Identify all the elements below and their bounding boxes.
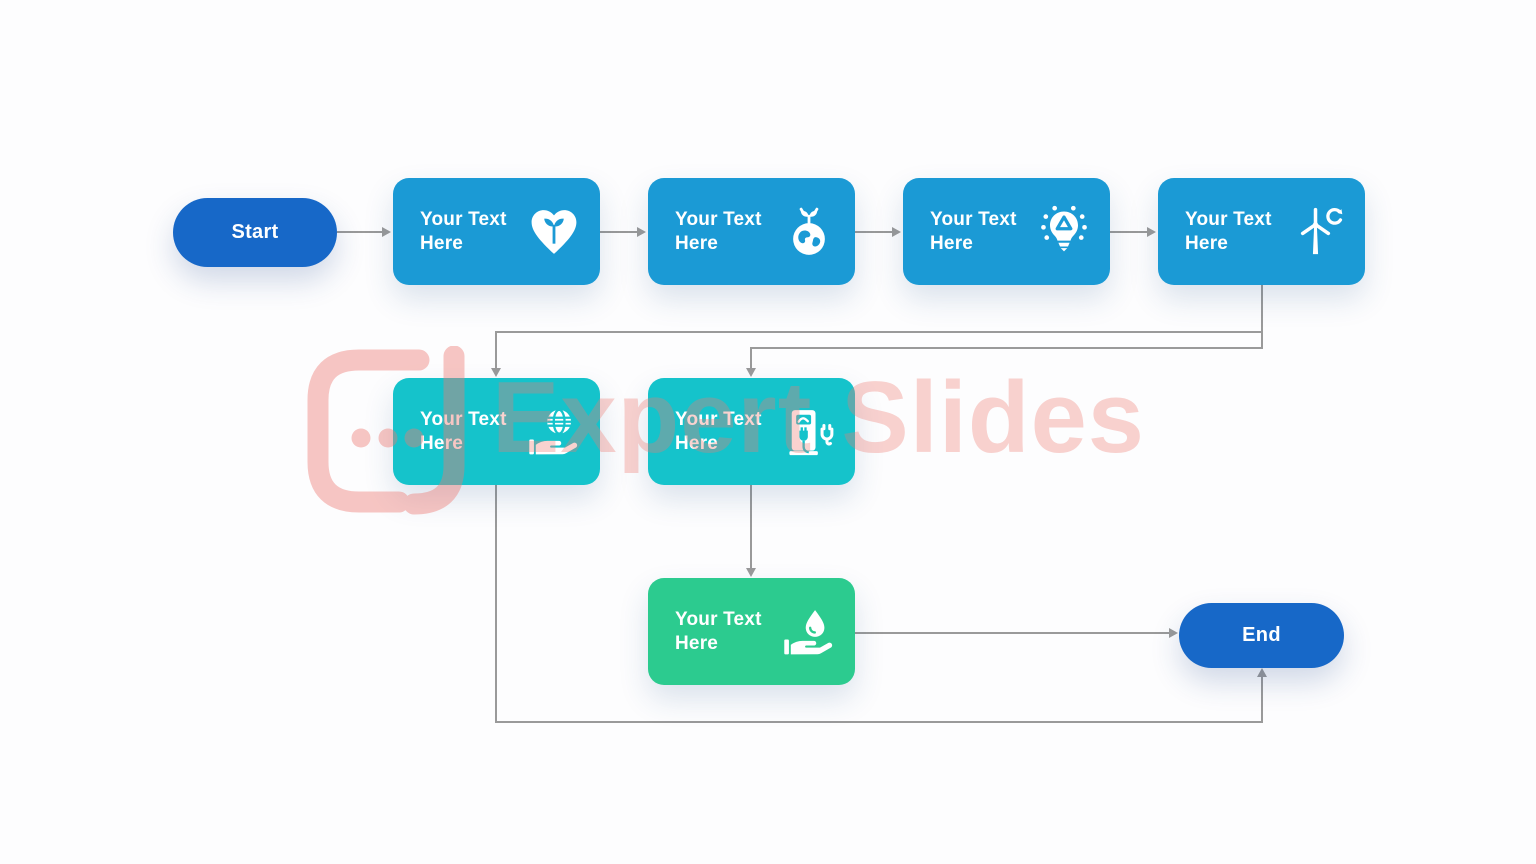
node-label: Your Text Here [675,408,762,454]
connector [750,347,1263,349]
node-label: Your Text Here [675,208,762,254]
connector [600,231,642,233]
connector [855,632,1170,634]
connector [495,331,1263,333]
globe-sprout-icon [780,203,838,261]
process-node-2[interactable]: Your Text Here [648,178,855,285]
end-node[interactable]: End [1179,603,1344,668]
process-node-7[interactable]: Your Text Here [648,578,855,685]
node-label: Your Text Here [420,408,507,454]
arrowhead-icon [746,568,756,577]
hand-globe-icon [525,403,583,461]
ev-charger-icon [780,403,838,461]
connector [495,485,497,723]
connector [495,721,1263,723]
connector [1261,677,1263,723]
process-node-5[interactable]: Your Text Here [393,378,600,485]
connector [750,347,752,369]
start-label: Start [231,221,279,243]
arrowhead-icon [1257,668,1267,677]
connector [750,485,752,569]
connector [1110,231,1152,233]
connector [337,231,387,233]
connector [495,331,497,369]
arrowhead-icon [491,368,501,377]
wind-turbine-icon [1290,203,1348,261]
arrowhead-icon [382,227,391,237]
connector [1261,285,1263,349]
node-label: Your Text Here [930,208,1017,254]
arrowhead-icon [1169,628,1178,638]
arrowhead-icon [892,227,901,237]
node-label: Your Text Here [420,208,507,254]
heart-seedling-icon [525,203,583,261]
arrowhead-icon [746,368,756,377]
end-label: End [1242,624,1281,646]
bulb-recycle-icon [1035,203,1093,261]
process-node-6[interactable]: Your Text Here [648,378,855,485]
node-label: Your Text Here [675,608,762,654]
start-node[interactable]: Start [173,198,337,267]
arrowhead-icon [637,227,646,237]
process-node-4[interactable]: Your Text Here [1158,178,1365,285]
process-node-1[interactable]: Your Text Here [393,178,600,285]
arrowhead-icon [1147,227,1156,237]
process-node-3[interactable]: Your Text Here [903,178,1110,285]
node-label: Your Text Here [1185,208,1272,254]
hand-droplet-icon [780,603,838,661]
connector [855,231,897,233]
